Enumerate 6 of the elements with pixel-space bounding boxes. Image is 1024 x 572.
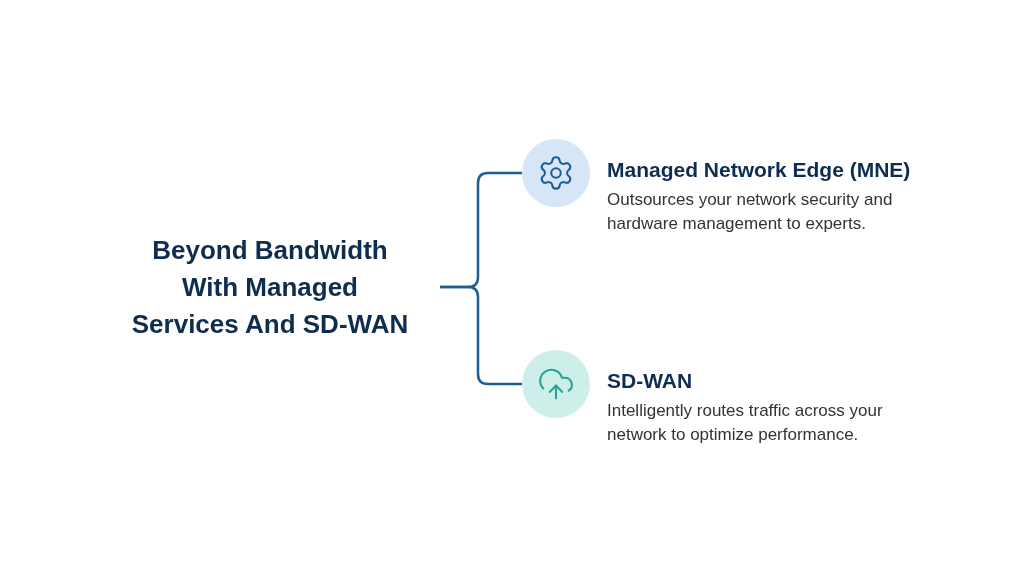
- item-description: Intelligently routes traffic across your network to optimize performance.: [607, 400, 884, 446]
- item-heading: Managed Network Edge (MNE): [607, 157, 912, 183]
- item-heading: SD-WAN: [607, 368, 694, 394]
- item-description: Outsources your network security and hardware management to experts.: [607, 189, 894, 235]
- title-text: Beyond Bandwidth With Managed Services And SD-WAN: [130, 233, 410, 341]
- connector-line: [440, 285, 522, 386]
